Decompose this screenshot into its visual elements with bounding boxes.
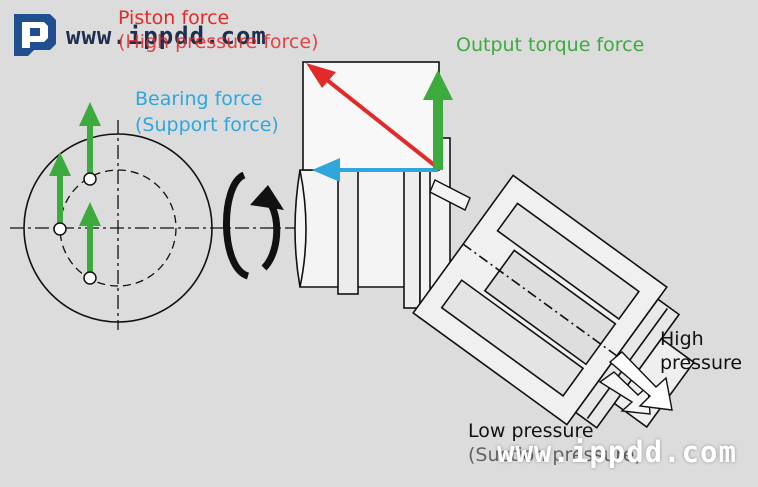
high-pressure-label-2: pressure	[660, 352, 743, 374]
piston-force-label: Piston force	[118, 7, 230, 29]
piston-force-sublabel: (High pressure force)	[118, 31, 319, 53]
high-pressure-label: High	[660, 328, 704, 350]
piston-points	[53, 172, 97, 285]
rotation-arrow-icon	[223, 171, 284, 280]
brand-logo-icon	[14, 14, 56, 56]
watermark-bottom: www.ippdd.com	[497, 435, 737, 469]
flow-arrows	[598, 351, 673, 415]
force-vectors	[306, 63, 453, 182]
watermark-top: www.ippdd.com	[66, 22, 267, 50]
low-pressure-sublabel: (Suction pressure)	[468, 444, 642, 466]
bearing-force-label: Bearing force	[135, 88, 263, 110]
output-torque-label: Output torque force	[456, 34, 645, 56]
output-torque-arrow	[433, 96, 443, 170]
piston-rod	[429, 179, 471, 211]
bearing-force-sublabel: (Support force)	[135, 114, 279, 136]
drive-shaft	[294, 137, 451, 319]
piston-force-arrow	[320, 74, 440, 170]
piston-force-arrows	[49, 102, 101, 278]
low-pressure-arrow-icon	[608, 351, 673, 411]
piston-circle-diagram	[10, 120, 300, 330]
low-pressure-label: Low pressure	[468, 420, 594, 442]
